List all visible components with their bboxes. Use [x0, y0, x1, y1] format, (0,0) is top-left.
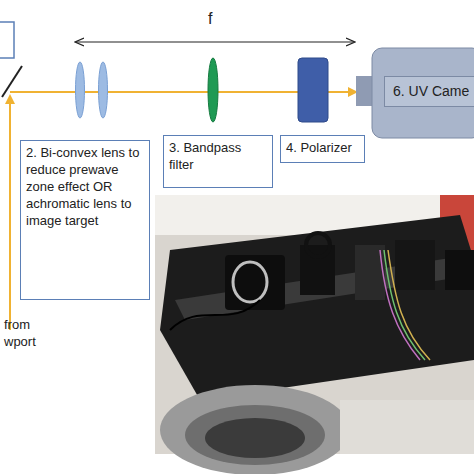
focal-length-arrow	[76, 41, 354, 42]
camera-label: 6. UV Came	[384, 76, 474, 107]
photo	[155, 195, 474, 474]
cut-box	[0, 22, 14, 58]
polarizer	[298, 58, 328, 122]
callout-box: 3. Bandpass filter	[163, 135, 273, 188]
bandpass-filter	[208, 58, 218, 122]
lens	[99, 62, 108, 118]
camera-lens	[356, 76, 374, 106]
callout-box: 4. Polarizer	[280, 135, 365, 163]
box-text: 3. Bandpass filter	[169, 139, 267, 173]
light-beam	[9, 96, 11, 330]
callout-box: 2. Bi-convex lens to reduce prewave zone…	[20, 140, 150, 300]
box-text: 6. UV Came	[393, 83, 474, 100]
box-text: 4. Polarizer	[286, 139, 359, 156]
focal-length-label: f	[208, 10, 228, 27]
beam-label: from wport	[4, 316, 54, 350]
box-text: 2. Bi-convex lens to reduce prewave zone…	[26, 144, 144, 229]
lens	[76, 62, 85, 118]
